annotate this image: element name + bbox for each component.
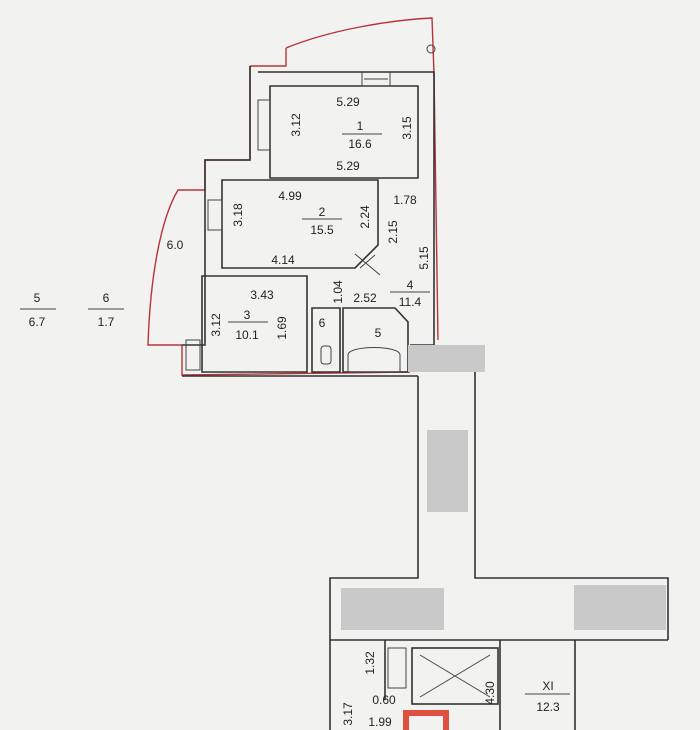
room-number: XI <box>542 679 553 693</box>
legend: 5 6.7 6 1.7 <box>20 291 124 329</box>
highlight-marker <box>403 710 449 730</box>
room-number: 3 <box>244 308 251 322</box>
dim-label: 5.15 <box>417 246 431 270</box>
walls <box>182 44 669 730</box>
dim-label: 3.15 <box>400 116 414 140</box>
dim-label: 3.12 <box>289 113 303 137</box>
dim-label: 1.04 <box>331 280 345 304</box>
balcony-dim: 6.0 <box>167 238 184 252</box>
dim-label: 2.15 <box>386 220 400 244</box>
redacted-block <box>574 585 666 630</box>
apartment-outline <box>147 17 439 376</box>
room-area: 12.3 <box>536 700 560 714</box>
legend-room-6-number: 6 <box>103 291 110 305</box>
dim-label: 4.14 <box>271 253 295 267</box>
dim-label: 1.69 <box>275 316 289 340</box>
room-1: 5.29 1 16.6 5.29 3.12 3.15 <box>289 95 414 173</box>
room-number: 4 <box>407 278 414 292</box>
dim-label: 4.30 <box>483 681 497 705</box>
legend-room-6-area: 1.7 <box>98 315 115 329</box>
dim-label: 4.99 <box>278 189 302 203</box>
legend-room-5-number: 5 <box>34 291 41 305</box>
dim-label: 3.12 <box>209 313 223 337</box>
dim-label: 5.29 <box>336 95 360 109</box>
room-number: 1 <box>357 119 364 133</box>
room-number: 2 <box>319 205 326 219</box>
dim-label: 1.99 <box>368 715 392 729</box>
room-area: 10.1 <box>235 328 259 342</box>
dim-label: 5.29 <box>336 159 360 173</box>
room-area: 11.4 <box>399 295 422 309</box>
common-area: XI 12.3 4.30 1.32 0.60 3.17 1.99 <box>341 651 570 729</box>
room-area: 15.5 <box>310 223 334 237</box>
dim-label: 2.24 <box>358 205 372 229</box>
dim-label: 3.43 <box>250 288 274 302</box>
dim-label: 1.32 <box>363 651 377 675</box>
room-6-number: 6 <box>319 316 326 330</box>
redacted-block <box>427 430 468 512</box>
redacted-block <box>341 588 444 630</box>
dim-label: 2.52 <box>353 291 377 305</box>
dim-label: 0.60 <box>372 693 396 707</box>
room-3: 3.43 3 10.1 3.12 1.69 <box>209 288 289 342</box>
room-4: 1.78 2.15 5.15 1.04 2.52 4 11.4 <box>331 193 431 309</box>
room-area: 16.6 <box>348 137 372 151</box>
dim-label: 3.17 <box>341 702 355 726</box>
dim-label: 1.78 <box>393 193 417 207</box>
room-2: 4.99 2 15.5 4.14 3.18 2.24 <box>231 189 372 267</box>
legend-room-5-area: 6.7 <box>29 315 46 329</box>
dim-label: 3.18 <box>231 203 245 227</box>
room-5-number: 5 <box>375 326 382 340</box>
redacted-block <box>408 345 485 372</box>
